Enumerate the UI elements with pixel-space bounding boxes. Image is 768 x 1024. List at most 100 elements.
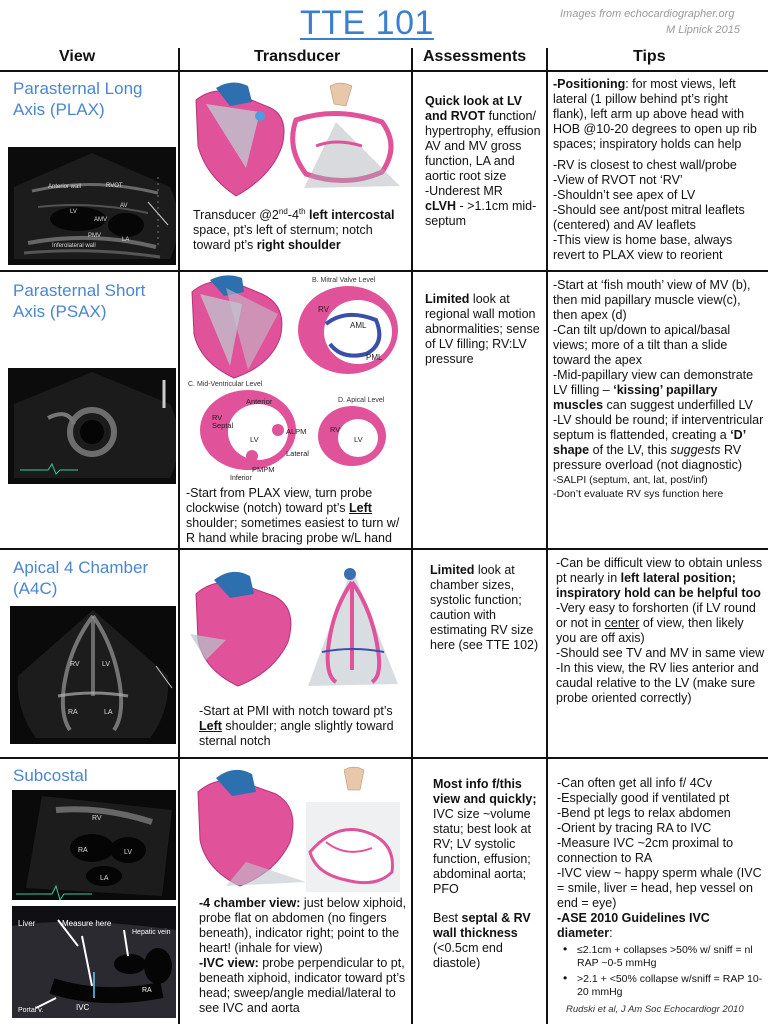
text-part: :	[609, 926, 613, 940]
row-divider	[0, 270, 768, 272]
text-bold: right shoulder	[256, 238, 341, 253]
text-part: -Start from PLAX view, turn probe clockw…	[186, 486, 373, 515]
view-title-line: Axis (PLAX)	[13, 100, 105, 119]
view-title-line: Subcostal	[13, 766, 88, 785]
text-bold: -Positioning	[553, 77, 626, 91]
tip-item: -IVC view ~ happy sperm whale (IVC = smi…	[557, 866, 762, 910]
psax-transducer-text: -Start from PLAX view, turn probe clockw…	[186, 486, 408, 546]
header-tips: Tips	[633, 48, 666, 65]
text-bold: septal & RV wall thickness	[433, 911, 531, 940]
page-title: TTE 101	[300, 4, 434, 42]
text-part: - >1.1cm mid-septum	[425, 199, 537, 228]
text-part: shoulder; angle slightly toward sternal …	[199, 719, 394, 748]
tip-item: -In this view, the RV lies anterior and …	[556, 661, 759, 705]
a4c-transducer-diagram	[186, 560, 408, 700]
text-part: function/ hypertrophy, effusion AV and M…	[425, 109, 541, 183]
plax-label: RVOT	[106, 183, 123, 189]
psax-label-apical: D. Apical Level	[338, 397, 385, 404]
a4c-label: RA	[68, 709, 78, 716]
subcostal-label-la: LA	[100, 875, 109, 882]
text-bold: left intercostal	[305, 208, 395, 223]
view-title-a4c: Apical 4 Chamber (A4C)	[13, 557, 148, 599]
text-underline: center	[604, 616, 640, 630]
reference-citation: Rudski et al, J Am Soc Echocardiogr 2010	[566, 1004, 744, 1015]
plax-transducer-diagram	[186, 76, 408, 204]
ivc-label-liver: Liver	[18, 919, 36, 928]
view-title-line: Axis (PSAX)	[13, 302, 107, 321]
subcostal-echo-image: RV LV RA LA	[12, 790, 176, 900]
list-item: ≤2.1cm + collapses >50% w/ sniff = nl RA…	[561, 943, 765, 970]
tip-item: -Bend pt legs to relax abdomen	[557, 806, 731, 820]
text-part: -Underest MR	[425, 184, 503, 198]
column-divider	[546, 48, 548, 1024]
ivc-echo-image: Liver Measure here Hepatic vein IVC Port…	[12, 906, 176, 1018]
text-part: of view, then likely you are off axis)	[556, 616, 744, 645]
text-sup: th	[298, 207, 306, 216]
a4c-label: LV	[102, 661, 110, 668]
text-part: Transducer @2	[193, 208, 279, 223]
plax-echo-image: Anterior wall RVOT LV AV AMV PMV LA Infe…	[8, 147, 176, 265]
subcostal-transducer-text: -4 chamber view: just below xiphoid, pro…	[199, 896, 407, 1016]
text-part: : for most views, left lateral (1 pillow…	[553, 77, 757, 151]
text-bold: Quick look at LV and RVOT	[425, 94, 523, 123]
subcostal-transducer-diagram	[186, 762, 408, 896]
text-bold: Limited	[425, 292, 470, 306]
plax-assessment: Quick look at LV and RVOT function/ hype…	[425, 94, 543, 229]
tip-item: -This view is home base, always revert t…	[553, 233, 733, 262]
plax-label: PMV	[88, 233, 101, 239]
text-bold: -ASE 2010 Guidelines IVC diameter	[557, 911, 710, 940]
ivc-guideline-list: ≤2.1cm + collapses >50% w/ sniff = nl RA…	[561, 943, 765, 999]
plax-label: LV	[70, 209, 77, 215]
a4c-label: RV	[70, 661, 80, 668]
a4c-tips: -Can be difficult view to obtain unless …	[556, 556, 765, 706]
text-part: shoulder; sometimes easiest to turn w/ R…	[186, 516, 400, 545]
psax-label-lv2: LV	[354, 435, 363, 444]
column-divider	[411, 48, 413, 1024]
a4c-echo-image: RV LV RA LA	[10, 606, 176, 744]
view-title-line: (A4C)	[13, 579, 58, 598]
psax-label-rv2: RV	[212, 413, 222, 422]
tip-item: -Orient by tracing RA to IVC	[557, 821, 712, 835]
psax-label-rv3: RV	[330, 425, 340, 434]
subcostal-label-rv: RV	[92, 815, 102, 822]
plax-label: LA	[122, 237, 129, 243]
a4c-label: LA	[104, 709, 113, 716]
row-divider	[0, 757, 768, 759]
psax-echo-image	[8, 368, 176, 484]
text-part: probe perpendicular to pt, beneath xipho…	[199, 956, 406, 1015]
psax-assessment: Limited look at regional wall motion abn…	[425, 292, 543, 367]
psax-label-aml: AML	[350, 321, 367, 330]
psax-label-lv: LV	[250, 435, 259, 444]
list-item: >2.1 + <50% collapse w/sniff = RAP 10-20…	[561, 972, 765, 999]
subcostal-label-ra: RA	[78, 847, 88, 854]
column-divider	[178, 48, 180, 1024]
text-part: RV pressure overload (not diagnostic)	[553, 443, 742, 472]
psax-label-anterior: Anterior	[246, 397, 273, 406]
psax-transducer-diagram: B. Mitral Valve Level RV AML PML C. Mid-…	[186, 274, 408, 486]
header-transducer: Transducer	[254, 48, 341, 65]
text-part: can suggest underfilled LV	[603, 398, 753, 412]
header-assessments: Assessments	[423, 48, 527, 65]
text-part: look at regional wall motion abnormaliti…	[425, 292, 540, 366]
tip-item: -View of RVOT not ‘RV’	[553, 173, 683, 187]
tip-item: -Should see ant/post mitral leaflets (ce…	[553, 203, 745, 232]
tip-item: -Especially good if ventilated pt	[557, 791, 730, 805]
tip-item: -Measure IVC ~2cm proximal to connection…	[557, 836, 734, 865]
plax-label: AV	[120, 203, 128, 209]
view-title-line: Parasternal Long	[13, 79, 143, 98]
row-divider	[0, 70, 768, 72]
psax-label-rv: RV	[318, 305, 330, 314]
view-title-psax: Parasternal Short Axis (PSAX)	[13, 280, 145, 322]
text-part: look at chamber sizes, systolic function…	[430, 563, 539, 652]
a4c-transducer-text: -Start at PMI with notch toward pt’s Lef…	[199, 704, 407, 749]
tip-item: -SALPI (septum, ant, lat, post/inf)	[553, 474, 708, 486]
text-bold: -4 chamber view:	[199, 896, 301, 910]
view-title-plax: Parasternal Long Axis (PLAX)	[13, 78, 142, 120]
ivc-label-portal: Portal v.	[18, 1007, 43, 1014]
text-part: of the LV, this	[589, 443, 671, 457]
text-bold: Limited	[430, 563, 475, 577]
subcostal-assessment: Most info f/this view and quickly; IVC s…	[433, 777, 545, 971]
tip-item: -RV is closest to chest wall/probe	[553, 158, 737, 172]
text-bold: ‘kissing’ papillary muscles	[553, 383, 718, 412]
text-part: -Very easy to forshorten (if LV round or…	[556, 601, 756, 630]
